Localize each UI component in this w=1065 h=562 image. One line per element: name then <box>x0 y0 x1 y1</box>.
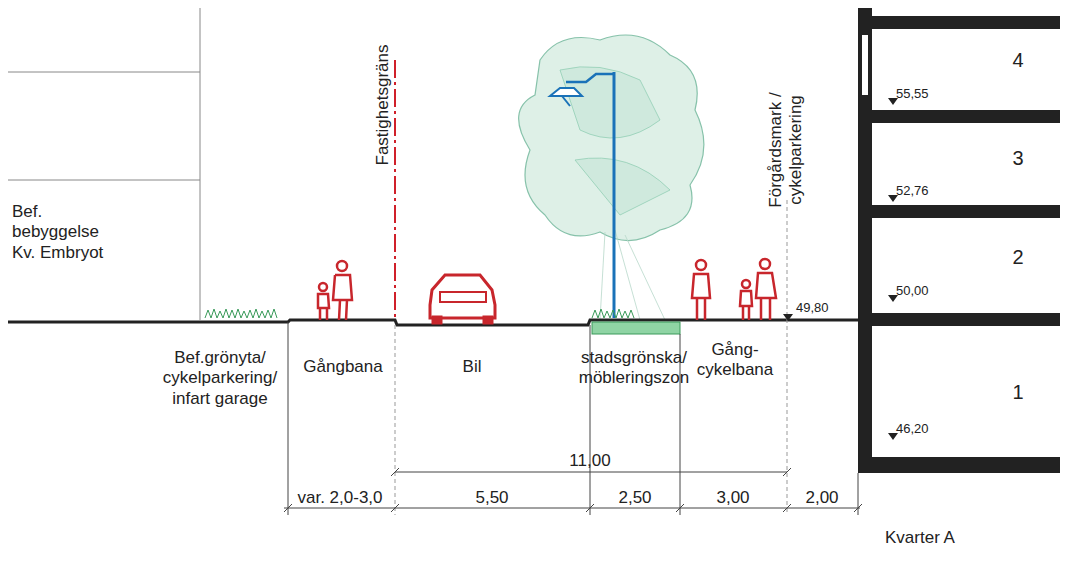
building-kvarter-a <box>858 457 1060 473</box>
zone-label: Förgårdsmark / cykelparkering <box>766 65 807 235</box>
property-line <box>394 60 396 318</box>
existing-building <box>8 180 200 181</box>
floor-number: 2 <box>1012 245 1023 269</box>
lamp-post <box>566 74 614 82</box>
elevation: 52,76 <box>896 183 929 199</box>
people <box>740 291 752 320</box>
building-label: Bef. bebyggelse Kv. Embryot <box>12 202 122 263</box>
people <box>756 273 776 320</box>
floor-number: 4 <box>1012 48 1023 72</box>
building-kvarter-a <box>783 8 1060 473</box>
dimension: var. 2,0-3,0 <box>297 488 382 508</box>
building-kvarter-a <box>858 205 1060 218</box>
dimension: 2,00 <box>805 488 838 508</box>
existing-building <box>8 8 200 320</box>
tree <box>519 35 704 241</box>
dimension-lines <box>395 472 787 473</box>
zone-label: stadsgrönska/ möbleringszon <box>569 348 699 389</box>
elevation: 46,20 <box>896 421 929 437</box>
grass <box>592 309 634 318</box>
zone-label: Gångbana <box>303 357 382 377</box>
people <box>760 259 770 269</box>
existing-building <box>8 72 200 73</box>
people <box>692 274 710 320</box>
people <box>742 280 750 288</box>
elevation: 49,80 <box>796 300 829 316</box>
dimension: 11,00 <box>569 451 610 471</box>
lamp-post <box>613 72 616 318</box>
lamp-post <box>550 72 614 318</box>
car <box>430 275 495 318</box>
elevation: 50,00 <box>896 283 929 299</box>
people <box>696 260 706 270</box>
property-line <box>394 60 396 318</box>
boundary-label: Fastighetsgräns <box>373 5 393 205</box>
grass <box>592 322 680 334</box>
people <box>333 275 352 320</box>
car <box>432 316 442 324</box>
people <box>319 283 327 291</box>
dimension: 2,50 <box>618 488 651 508</box>
tree <box>600 230 665 320</box>
people <box>337 261 347 271</box>
dimension-lines <box>858 473 859 515</box>
car <box>440 292 486 302</box>
building-kvarter-a <box>862 35 868 95</box>
elevation: 55,55 <box>896 86 929 102</box>
guide-lines <box>787 200 788 515</box>
building-label: Kvarter A <box>885 528 955 548</box>
car <box>430 275 495 324</box>
dimension: 3,00 <box>716 488 749 508</box>
building-kvarter-a <box>858 16 1060 29</box>
building-kvarter-a <box>858 110 1060 123</box>
lamp-post <box>562 96 570 106</box>
floor-number: 1 <box>1012 380 1023 404</box>
dimension: 5,50 <box>475 488 508 508</box>
grass <box>205 309 277 318</box>
building-kvarter-a <box>858 8 872 473</box>
zone-label: Gång- cykelbana <box>695 340 775 381</box>
guide-lines <box>395 200 787 515</box>
dimension-lines <box>284 468 862 512</box>
building-kvarter-a <box>858 313 1060 326</box>
people <box>318 294 329 320</box>
guide-lines <box>395 325 396 515</box>
dimension-lines <box>288 322 289 515</box>
existing-building <box>200 8 201 320</box>
dimension-lines <box>284 322 862 515</box>
car <box>483 316 493 324</box>
tree <box>519 35 704 320</box>
zone-label: Bil <box>463 357 482 377</box>
people <box>318 259 776 320</box>
floor-number: 3 <box>1012 146 1023 170</box>
lamp-post <box>550 88 582 96</box>
dimension-lines <box>284 508 860 509</box>
zone-label: Bef.grönyta/ cykelparkering/ infart gara… <box>150 348 290 409</box>
